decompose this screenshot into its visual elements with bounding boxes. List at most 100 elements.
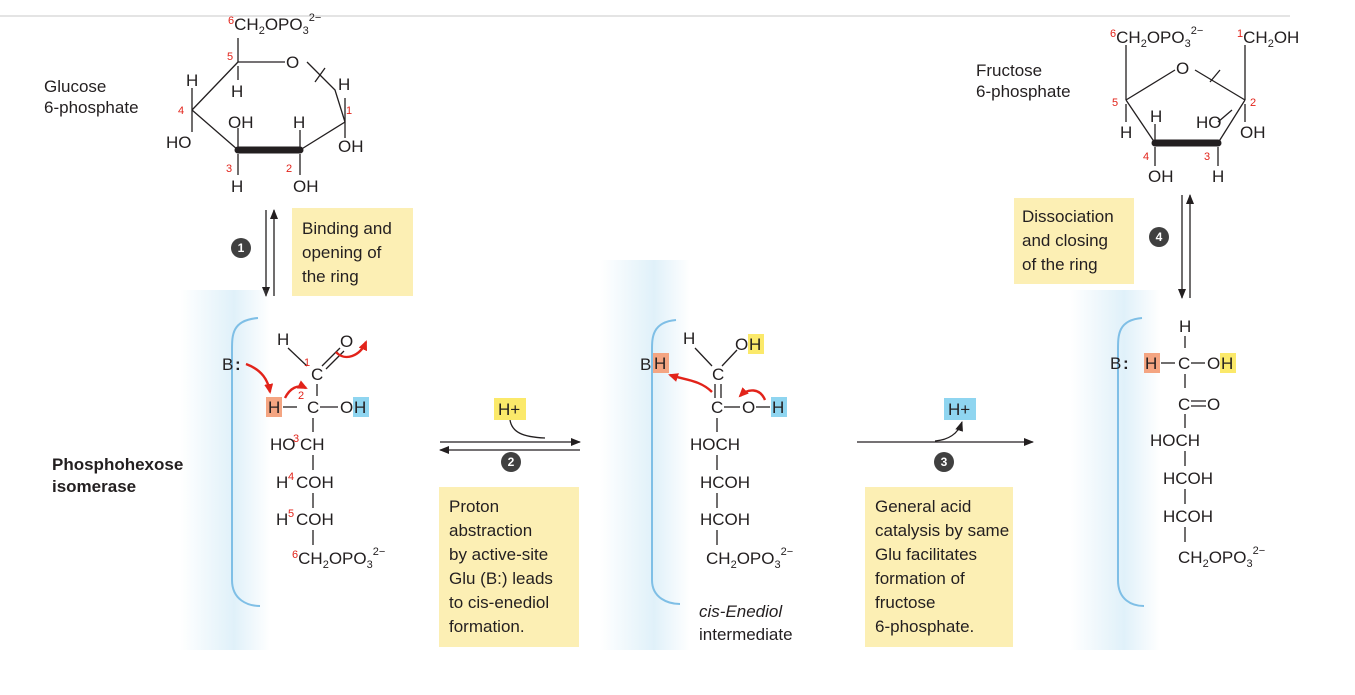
svg-text:H: H	[1120, 123, 1132, 142]
svg-text:O: O	[1207, 395, 1220, 414]
svg-text:H: H	[186, 71, 198, 90]
svg-text:H: H	[354, 398, 366, 417]
fructose-label-line2: 6-phosphate	[976, 82, 1071, 101]
svg-text:4: 4	[1156, 230, 1163, 244]
svg-text:HCOH: HCOH	[700, 510, 750, 529]
svg-text:6CH2OPO32−: 6CH2OPO32−	[228, 12, 321, 37]
svg-text:Dissociation: Dissociation	[1022, 207, 1114, 226]
step3-badge: 3	[934, 452, 954, 472]
step1-box: Binding and opening of the ring	[292, 208, 413, 296]
svg-text:HO: HO	[166, 133, 192, 152]
svg-text:H: H	[268, 398, 280, 417]
step2-badge: 2	[501, 452, 521, 472]
svg-text:catalysis by same: catalysis by same	[875, 521, 1009, 540]
svg-text:of the ring: of the ring	[1022, 255, 1098, 274]
svg-text:OH: OH	[293, 177, 319, 196]
svg-text:H: H	[293, 113, 305, 132]
glucose-label-line2: 6-phosphate	[44, 98, 139, 117]
svg-text:H: H	[276, 473, 288, 492]
svg-text:HCOH: HCOH	[1163, 469, 1213, 488]
svg-text:4: 4	[178, 105, 184, 117]
svg-text:O: O	[742, 398, 755, 417]
svg-text:1: 1	[304, 357, 310, 369]
svg-text::: :	[1123, 354, 1129, 373]
svg-text:5: 5	[288, 508, 294, 520]
svg-text:COH: COH	[296, 510, 334, 529]
svg-text:OH: OH	[228, 113, 254, 132]
svg-text:H: H	[1221, 354, 1233, 373]
svg-text:O: O	[286, 53, 299, 72]
svg-text:formation of: formation of	[875, 569, 965, 588]
svg-text:1: 1	[346, 105, 352, 117]
step3-box: General acid catalysis by same Glu facil…	[865, 487, 1013, 647]
svg-text:H: H	[276, 510, 288, 529]
svg-text:4: 4	[1143, 151, 1149, 163]
svg-text:COH: COH	[296, 473, 334, 492]
open-chain-glucose: B : H 1 C O H 2 C O H HO 3 CH H 4 COH H …	[222, 330, 385, 571]
svg-text:isomerase: isomerase	[52, 477, 136, 496]
svg-text:Proton: Proton	[449, 497, 499, 516]
svg-text:4: 4	[288, 471, 294, 483]
step1-equilibrium-arrow	[262, 209, 278, 297]
svg-text:H: H	[749, 335, 761, 354]
svg-text:H: H	[231, 177, 243, 196]
svg-text:CH2OPO32−: CH2OPO32−	[706, 546, 793, 571]
svg-text:H: H	[1145, 354, 1157, 373]
step4-equilibrium-arrow	[1178, 194, 1194, 299]
svg-text:O: O	[1176, 59, 1189, 78]
fructose-6-phosphate-structure: Fructose 6-phosphate O 6CH2OPO32− 5 H 1C…	[976, 25, 1299, 186]
step2-equilibrium-arrow	[439, 419, 581, 454]
svg-text:H: H	[231, 82, 243, 101]
svg-text:H: H	[772, 398, 784, 417]
svg-text:H: H	[683, 329, 695, 348]
svg-text:C: C	[711, 398, 723, 417]
svg-text:1CH2OH: 1CH2OH	[1237, 28, 1299, 50]
svg-text:O: O	[1207, 354, 1220, 373]
svg-text:1: 1	[238, 241, 245, 255]
svg-text:OH: OH	[338, 137, 364, 156]
svg-text:H: H	[1212, 167, 1224, 186]
svg-text:the ring: the ring	[302, 267, 359, 286]
svg-text:Phosphohexose: Phosphohexose	[52, 455, 183, 474]
svg-text:CH: CH	[300, 435, 325, 454]
step4-box: Dissociation and closing of the ring	[1014, 198, 1134, 284]
svg-text:H: H	[338, 75, 350, 94]
glucose-label-line1: Glucose	[44, 77, 106, 96]
svg-text:cis-Enediol: cis-Enediol	[699, 602, 783, 621]
svg-text:O: O	[340, 332, 353, 351]
svg-text:2: 2	[286, 163, 292, 175]
svg-text:O: O	[735, 335, 748, 354]
svg-text:HO: HO	[270, 435, 296, 454]
svg-text:C: C	[712, 365, 724, 384]
svg-text:H: H	[277, 330, 289, 349]
fructose-label-line1: Fructose	[976, 61, 1042, 80]
enzyme-label: Phosphohexose isomerase	[52, 455, 183, 496]
proton-step3: H+	[944, 398, 976, 420]
svg-text:C: C	[1178, 354, 1190, 373]
svg-text:CH2OPO32−: CH2OPO32−	[1178, 545, 1265, 570]
svg-text:6CH2OPO32−: 6CH2OPO32−	[292, 546, 385, 571]
glucose-6-phosphate-structure: Glucose 6-phosphate 6CH2OPO32− 5 O H 4 H…	[44, 12, 364, 196]
svg-text:H+: H+	[948, 400, 970, 419]
svg-text:HCOH: HCOH	[1163, 507, 1213, 526]
svg-text:6CH2OPO32−: 6CH2OPO32−	[1110, 25, 1203, 50]
step2-box: Proton abstraction by active-site Glu (B…	[439, 487, 579, 647]
svg-text:C: C	[311, 365, 323, 384]
svg-text:HO: HO	[1196, 113, 1222, 132]
svg-text:HCOH: HCOH	[700, 473, 750, 492]
svg-text:HOCH: HOCH	[1150, 431, 1200, 450]
step3-arrow	[857, 421, 1034, 446]
svg-text:H: H	[1179, 317, 1191, 336]
intermediate-label: cis-Enediol intermediate	[699, 602, 793, 644]
svg-text::: :	[235, 355, 241, 374]
svg-text:3: 3	[226, 163, 232, 175]
svg-text:H: H	[654, 354, 666, 373]
svg-text:formation.: formation.	[449, 617, 525, 636]
svg-text:abstraction: abstraction	[449, 521, 532, 540]
svg-text:H+: H+	[498, 400, 520, 419]
step4-badge: 4	[1149, 227, 1169, 247]
open-chain-fructose: H B : H C O H C O HOCH HCOH HCOH CH2OPO3…	[1110, 317, 1265, 570]
enzyme-pocket-3	[1070, 290, 1160, 650]
svg-text:O: O	[340, 398, 353, 417]
